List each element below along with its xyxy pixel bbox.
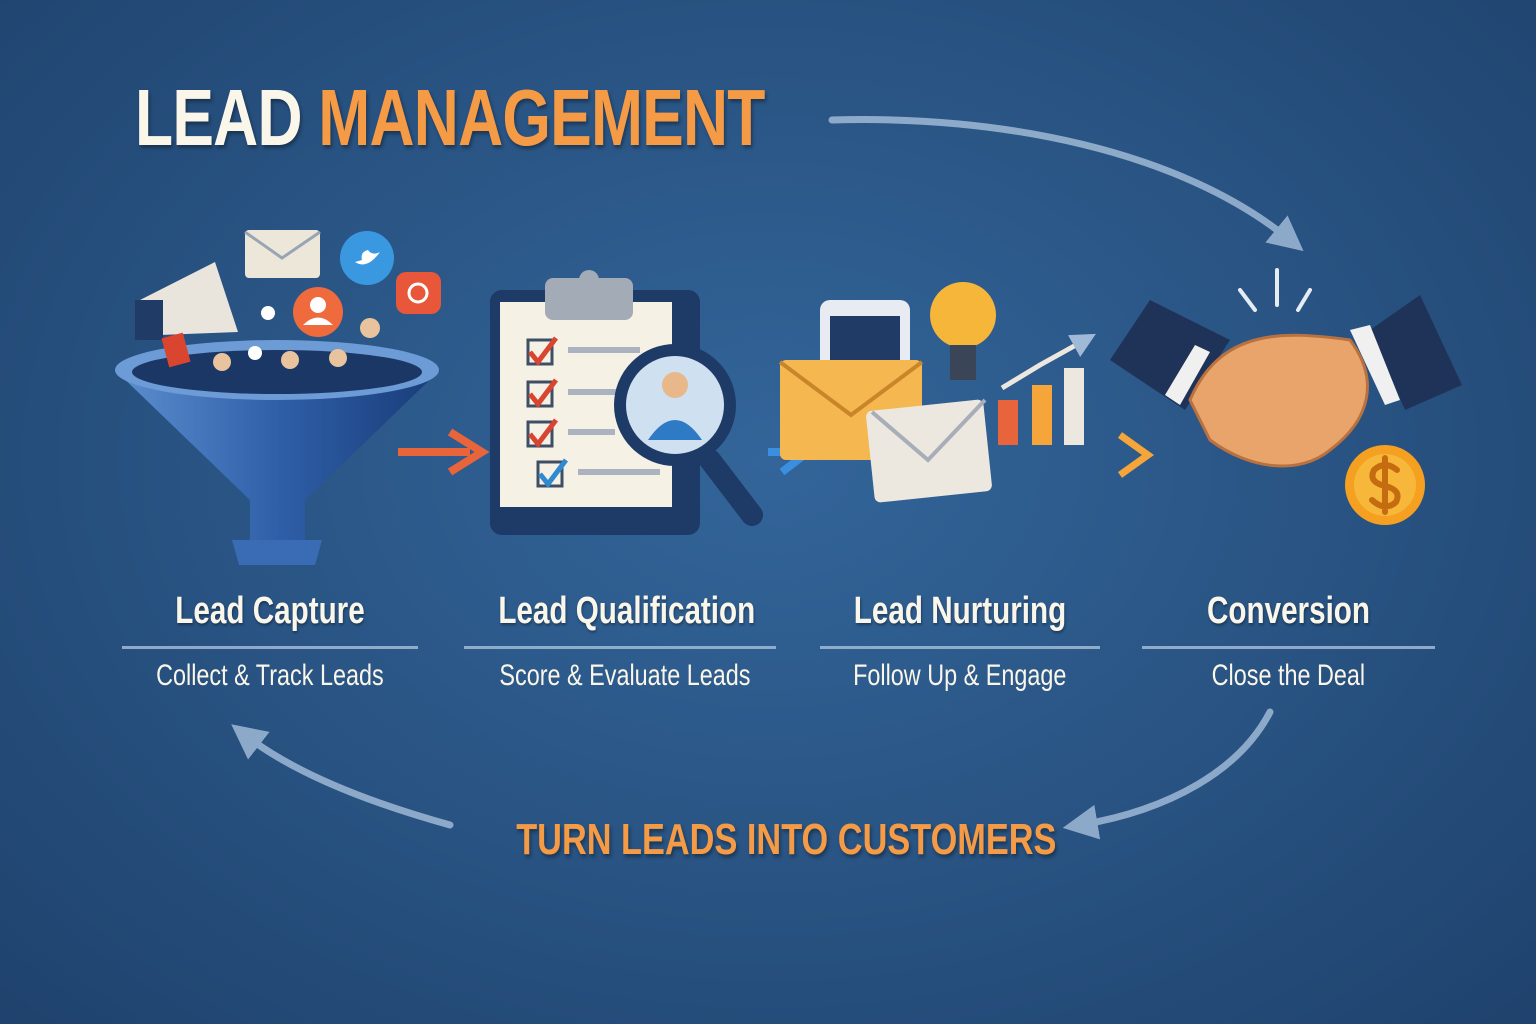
tagline-text: TURN LEADS INTO CUSTOMERS (516, 815, 1057, 864)
people-icons (213, 306, 380, 371)
stage-subtitle: Close the Deal (1211, 659, 1366, 692)
flow-arrow-3 (990, 432, 1155, 478)
clipboard-magnifier-icon (490, 270, 763, 535)
funnel-icon (115, 230, 441, 565)
twitter-icon (340, 231, 394, 285)
cycle-arrow-left (231, 724, 454, 829)
stage-title: Lead Qualification (498, 590, 756, 632)
left-cuff (1165, 345, 1210, 405)
stage-divider (1142, 646, 1435, 649)
lightbulb-icon (930, 282, 996, 380)
megaphone-icon (135, 262, 238, 368)
magnifier-icon (614, 344, 763, 526)
stage-divider (122, 646, 418, 649)
stage-title: Conversion (1206, 590, 1371, 632)
cycle-arrow-top (828, 116, 1304, 252)
title-part-1: LEAD (135, 73, 303, 162)
coin-icon (1345, 445, 1425, 525)
instagram-icon (396, 272, 441, 314)
stage-lead-nurturing: Lead Nurturing Follow Up & Engage (820, 590, 1100, 693)
checklist (526, 336, 660, 489)
stage-subtitle: Score & Evaluate Leads (499, 659, 751, 692)
flow-arrow-1 (398, 428, 490, 476)
page-title: LEAD MANAGEMENT (135, 72, 815, 162)
envelopes-growth-icon (778, 282, 1155, 503)
stage-lead-capture: Lead Capture Collect & Track Leads (122, 590, 418, 693)
title-part-2: MANAGEMENT (318, 73, 765, 162)
email-icon (244, 230, 321, 278)
bar-chart-icon (998, 333, 1096, 445)
stage-subtitle: Follow Up & Engage (853, 659, 1067, 692)
stage-divider (820, 646, 1100, 649)
handshake-icon (1110, 268, 1462, 525)
tagline: TURN LEADS INTO CUSTOMERS (440, 815, 1080, 865)
stage-lead-qualification: Lead Qualification Score & Evaluate Lead… (464, 590, 776, 693)
stage-title: Lead Capture (175, 590, 365, 632)
stage-title: Lead Nurturing (853, 590, 1067, 632)
stage-divider (464, 646, 776, 649)
cycle-arrow-right (1062, 708, 1274, 840)
right-cuff (1350, 325, 1400, 405)
sparkle-lines (1238, 268, 1312, 312)
stage-subtitle: Collect & Track Leads (156, 659, 384, 692)
stage-conversion: Conversion Close the Deal (1142, 590, 1435, 693)
right-sleeve (1370, 295, 1462, 410)
envelope-white (866, 398, 992, 503)
hands (1188, 333, 1369, 468)
user-avatar-icon (293, 287, 343, 337)
